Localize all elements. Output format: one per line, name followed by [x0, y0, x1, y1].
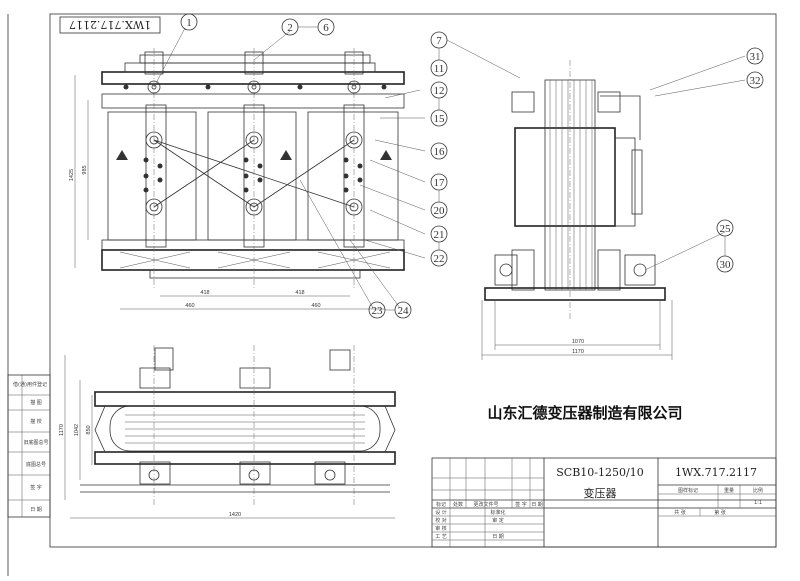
svg-text:7: 7: [436, 35, 442, 47]
svg-text:21: 21: [434, 229, 445, 241]
balloon-16: 16: [430, 142, 448, 160]
rev-cell-5: 签 字: [30, 484, 42, 491]
rev-cell-0: 借(通)用件登记: [13, 381, 47, 388]
side-base: [484, 287, 666, 301]
coil-phase-a: [107, 104, 197, 248]
weight-label: 重量: [724, 487, 734, 494]
svg-text:20: 20: [434, 205, 446, 217]
rev-cell-3: 旧底图总号: [23, 439, 48, 446]
rev-cell-1: 描 图: [30, 399, 42, 406]
role-date: 日 期: [492, 534, 504, 540]
svg-text:31: 31: [750, 51, 761, 63]
plan-view: 1420 1170 1042 850: [59, 345, 396, 519]
drawing-number-stamp: 1WX.717.2117: [59, 16, 161, 34]
dim-front-bottom: 460: [185, 303, 194, 309]
sheets-total: 共 张: [674, 509, 686, 516]
role-standard: 标准化: [490, 509, 505, 516]
rev-cell-4: 底图总号: [26, 461, 46, 468]
svg-text:32: 32: [750, 75, 761, 87]
dim-plan-depth-outer: 1170: [59, 424, 65, 436]
role-check: 校 对: [435, 517, 447, 524]
side-view: 1070 1170: [446, 39, 746, 360]
company-name: 山东汇德变压器制造有限公司: [487, 404, 682, 422]
svg-text:25: 25: [720, 223, 732, 235]
balloon-31: 31: [746, 47, 764, 65]
dim-front-height-inner: 985: [82, 165, 88, 174]
svg-text:23: 23: [372, 305, 384, 317]
dim-front-bottom-2: 460: [311, 303, 320, 309]
dim-side-outer-width: 1170: [572, 349, 584, 355]
rev-header-sign: 签 字: [515, 501, 527, 508]
balloon-32: 32: [746, 71, 764, 89]
svg-text:6: 6: [323, 22, 329, 34]
part-balloons: 1 2 6 7 11 12 15 16 17 20 21 22 23 24 25…: [180, 13, 764, 319]
role-design: 设 计: [435, 509, 447, 516]
left-revision-table: 借(通)用件登记 描 图 描 校 旧底图总号 底图总号 签 字 日 期: [7, 374, 51, 518]
svg-text:22: 22: [434, 253, 445, 265]
role-approve: 审 定: [492, 517, 504, 524]
title-part-name: 变压器: [584, 486, 617, 500]
upper-yoke: [101, 93, 405, 109]
dim-plan-depth-b: 850: [86, 425, 92, 434]
mark-label: 图样标记: [678, 487, 698, 494]
svg-text:30: 30: [720, 259, 732, 271]
svg-text:15: 15: [434, 113, 446, 125]
rev-header-file: 更改文件号: [473, 501, 498, 508]
front-view: 418 418 460 460 1425 985: [69, 27, 426, 310]
scale-label: 比例: [753, 487, 763, 494]
svg-text:2: 2: [287, 22, 293, 34]
scale-value: 1:1: [754, 500, 762, 506]
svg-text:24: 24: [398, 305, 410, 317]
dim-front-top-inner-2: 418: [295, 290, 304, 296]
svg-text:1: 1: [186, 17, 192, 29]
dim-front-height-outer: 1425: [69, 169, 75, 181]
sheet-number: 第 张: [714, 509, 726, 516]
plan-bottom-beam: [94, 451, 396, 465]
drawing-frame: [49, 13, 777, 548]
role-review: 审 核: [435, 525, 447, 532]
role-process: 工 艺: [435, 534, 447, 540]
svg-text:11: 11: [434, 63, 445, 75]
title-block: SCB10-1250/10 1WX.717.2117 变压器 图样标记 重量 比…: [431, 457, 777, 548]
dim-plan-depth-a: 1042: [74, 424, 80, 436]
dim-plan-width: 1420: [229, 512, 241, 518]
balloon-1: 1: [180, 13, 198, 31]
svg-text:16: 16: [434, 146, 446, 158]
svg-text:1WX.717.2117: 1WX.717.2117: [69, 18, 151, 31]
rev-header-count: 处数: [453, 501, 463, 508]
base-channel: [149, 269, 361, 279]
svg-text:17: 17: [434, 177, 446, 189]
rev-header-mark: 标记: [436, 501, 446, 508]
rev-header-date: 日 期: [531, 502, 543, 508]
rev-cell-2: 描 校: [30, 418, 42, 425]
title-model: SCB10-1250/10: [556, 466, 643, 479]
title-drawing-number: 1WX.717.2117: [675, 466, 757, 479]
svg-text:12: 12: [434, 85, 445, 97]
dim-front-top-inner: 418: [200, 290, 209, 296]
dim-side-inner-width: 1070: [572, 339, 584, 345]
rev-cell-6: 日 期: [30, 507, 42, 513]
